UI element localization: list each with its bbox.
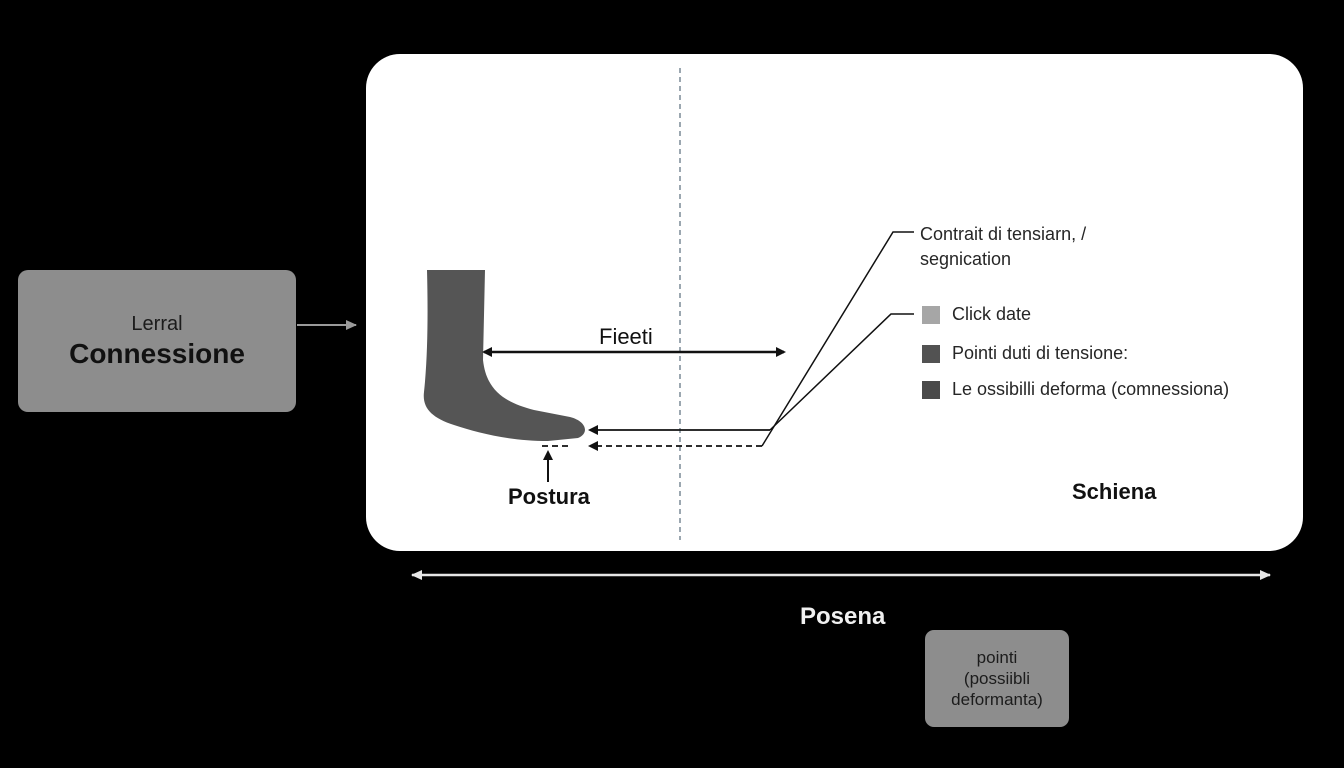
foot-icon — [423, 270, 585, 441]
legend-label: Click date — [952, 304, 1032, 324]
legend-label: Le ossibilli deforma (comnessiona) — [952, 379, 1230, 399]
legend-label: Pointi duti di tensione: — [952, 343, 1129, 363]
connessione-title: Connessione — [69, 337, 245, 369]
foot-label: Postura — [508, 484, 590, 509]
connessione-small-label: Lerral — [131, 312, 183, 335]
axis-label: Posena — [800, 603, 886, 630]
callout-leader-2 — [769, 313, 914, 431]
arrow-label: Fieeti — [599, 324, 653, 349]
legend-item-click-date: Click date — [922, 304, 1031, 325]
note-line-2: (possiibli — [963, 669, 1031, 688]
connessione-box: Lerral Connessione — [18, 270, 296, 412]
corner-label: Schiena — [1072, 479, 1157, 504]
legend-swatch — [922, 305, 940, 324]
note-line-3: deformanta) — [951, 690, 1043, 709]
legend-item-deformations: Le ossibilli deforma (comnessiona) — [922, 379, 1229, 400]
legend-item-tension-points: Pointi duti di tensione: — [922, 343, 1128, 364]
legend-swatch — [922, 380, 940, 399]
callout-line-2: segnication — [920, 249, 1012, 269]
legend-swatch — [922, 344, 940, 363]
callout-leader-1 — [761, 231, 914, 447]
note-box: pointi (possiibli deformanta) — [925, 630, 1069, 727]
callout-line-1: Contrait di tensiarn, / — [920, 224, 1087, 244]
note-line-1: pointi — [976, 648, 1018, 667]
diagram-panel: Fieeti Postura Schiena Contrait di tensi… — [366, 54, 1303, 551]
